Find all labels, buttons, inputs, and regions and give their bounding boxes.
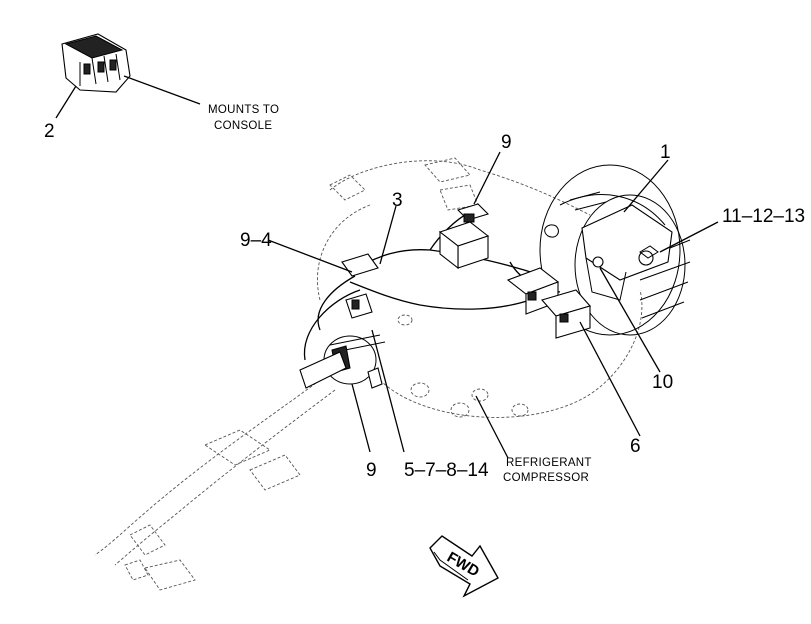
leader-10 [599,267,661,373]
wiring-harness [94,211,561,591]
connector-6 [506,267,591,339]
leader-1 [623,159,669,213]
callout-5-7-8-14: 5–7–8–14 [404,460,489,481]
leader-11-12-13 [659,221,719,253]
connector-9-top [438,203,490,270]
leader-5-7-8-14 [371,329,405,453]
callout-9-4: 9–4 [240,230,272,251]
connector-9-bottom [299,335,383,389]
note-mounts-line2: CONSOLE [214,120,272,132]
callout-2: 2 [44,121,55,142]
callout-3: 3 [392,190,403,211]
callout-11-12-13: 11–12–13 [722,206,805,227]
leader-refrigerant [475,395,509,459]
note-refrigerant-line1: REFRIGERANT [506,457,592,469]
callout-9-top: 9 [501,132,512,153]
callout-1: 1 [660,142,671,163]
leader-mounts [123,75,201,105]
note-refrigerant-line2: COMPRESSOR [503,472,589,484]
fwd-arrow: FWD [429,535,499,598]
leader-9-4 [267,239,353,273]
callout-6: 6 [630,436,641,457]
note-mounts-line1: MOUNTS TO [208,104,279,116]
console-switch [61,33,131,93]
leader-2 [55,85,77,119]
bracket [544,204,673,301]
leader-3 [379,205,397,265]
leader-6 [579,321,641,437]
leader-9-top [473,151,501,205]
callout-9-bottom: 9 [366,460,377,481]
callout-10: 10 [652,372,673,393]
leader-9-bottom [351,383,371,453]
